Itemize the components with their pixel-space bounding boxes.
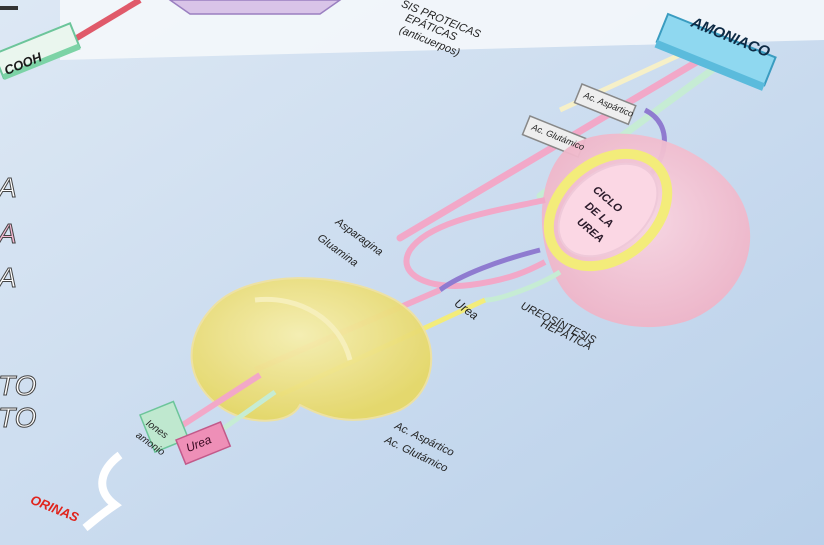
left-fragment-5: TO [0, 402, 36, 434]
left-fragment-2: A [0, 218, 17, 250]
left-fragment-3: A [0, 262, 17, 294]
left-fragment-1: A [0, 172, 17, 204]
left-fragment-4: TO [0, 370, 36, 402]
top-left-bar [0, 6, 18, 10]
protein-box-cropped [170, 0, 340, 14]
